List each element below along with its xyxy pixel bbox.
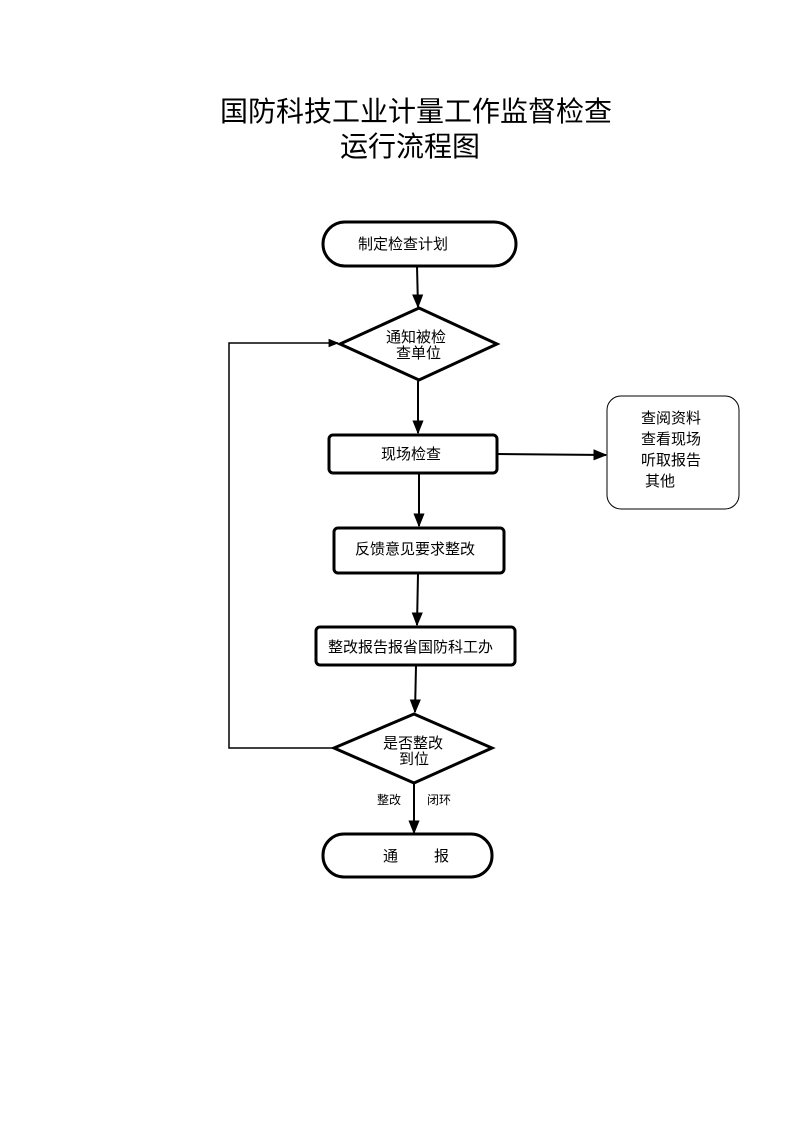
notify-diamond bbox=[336, 306, 501, 382]
feedback-label: 反馈意见要求整改 bbox=[355, 540, 476, 558]
arrow-onsite-to-methods bbox=[496, 449, 608, 461]
edge-label-close-loop: 闭环 bbox=[427, 793, 452, 807]
decision-label-line2: 到位 bbox=[399, 750, 430, 768]
edge-label-rectify: 整改 bbox=[377, 793, 402, 807]
method-item-1: 查阅资料 bbox=[641, 409, 702, 427]
loop-back-connector bbox=[228, 338, 340, 749]
report-label: 整改报告报省国防科工办 bbox=[328, 638, 494, 656]
page-title-line2: 运行流程图 bbox=[339, 130, 480, 163]
onsite-label: 现场检查 bbox=[381, 445, 442, 463]
feedback-box bbox=[332, 526, 506, 575]
end-terminator bbox=[321, 832, 494, 879]
method-item-4: 其他 bbox=[645, 472, 676, 490]
method-item-2: 查看现场 bbox=[641, 430, 702, 448]
decision-diamond bbox=[330, 712, 496, 785]
decision-label-line1: 是否整改 bbox=[383, 734, 444, 752]
notify-label-line2: 查单位 bbox=[396, 344, 442, 362]
report-box bbox=[314, 625, 517, 667]
methods-box bbox=[606, 395, 740, 510]
notify-label-line1: 通知被检 bbox=[386, 328, 447, 346]
method-item-3: 听取报告 bbox=[641, 451, 702, 469]
plan-label: 制定检查计划 bbox=[358, 235, 449, 253]
final-label-left: 通 bbox=[383, 847, 399, 865]
page-title-line1: 国防科技工业计量工作监督检查 bbox=[219, 95, 612, 128]
start-terminator bbox=[321, 220, 518, 268]
arrow-plan-to-notify bbox=[412, 265, 424, 309]
arrow-feedback-to-report bbox=[411, 573, 423, 627]
arrow-report-to-decision bbox=[409, 665, 421, 714]
final-label-right: 报 bbox=[434, 847, 450, 865]
